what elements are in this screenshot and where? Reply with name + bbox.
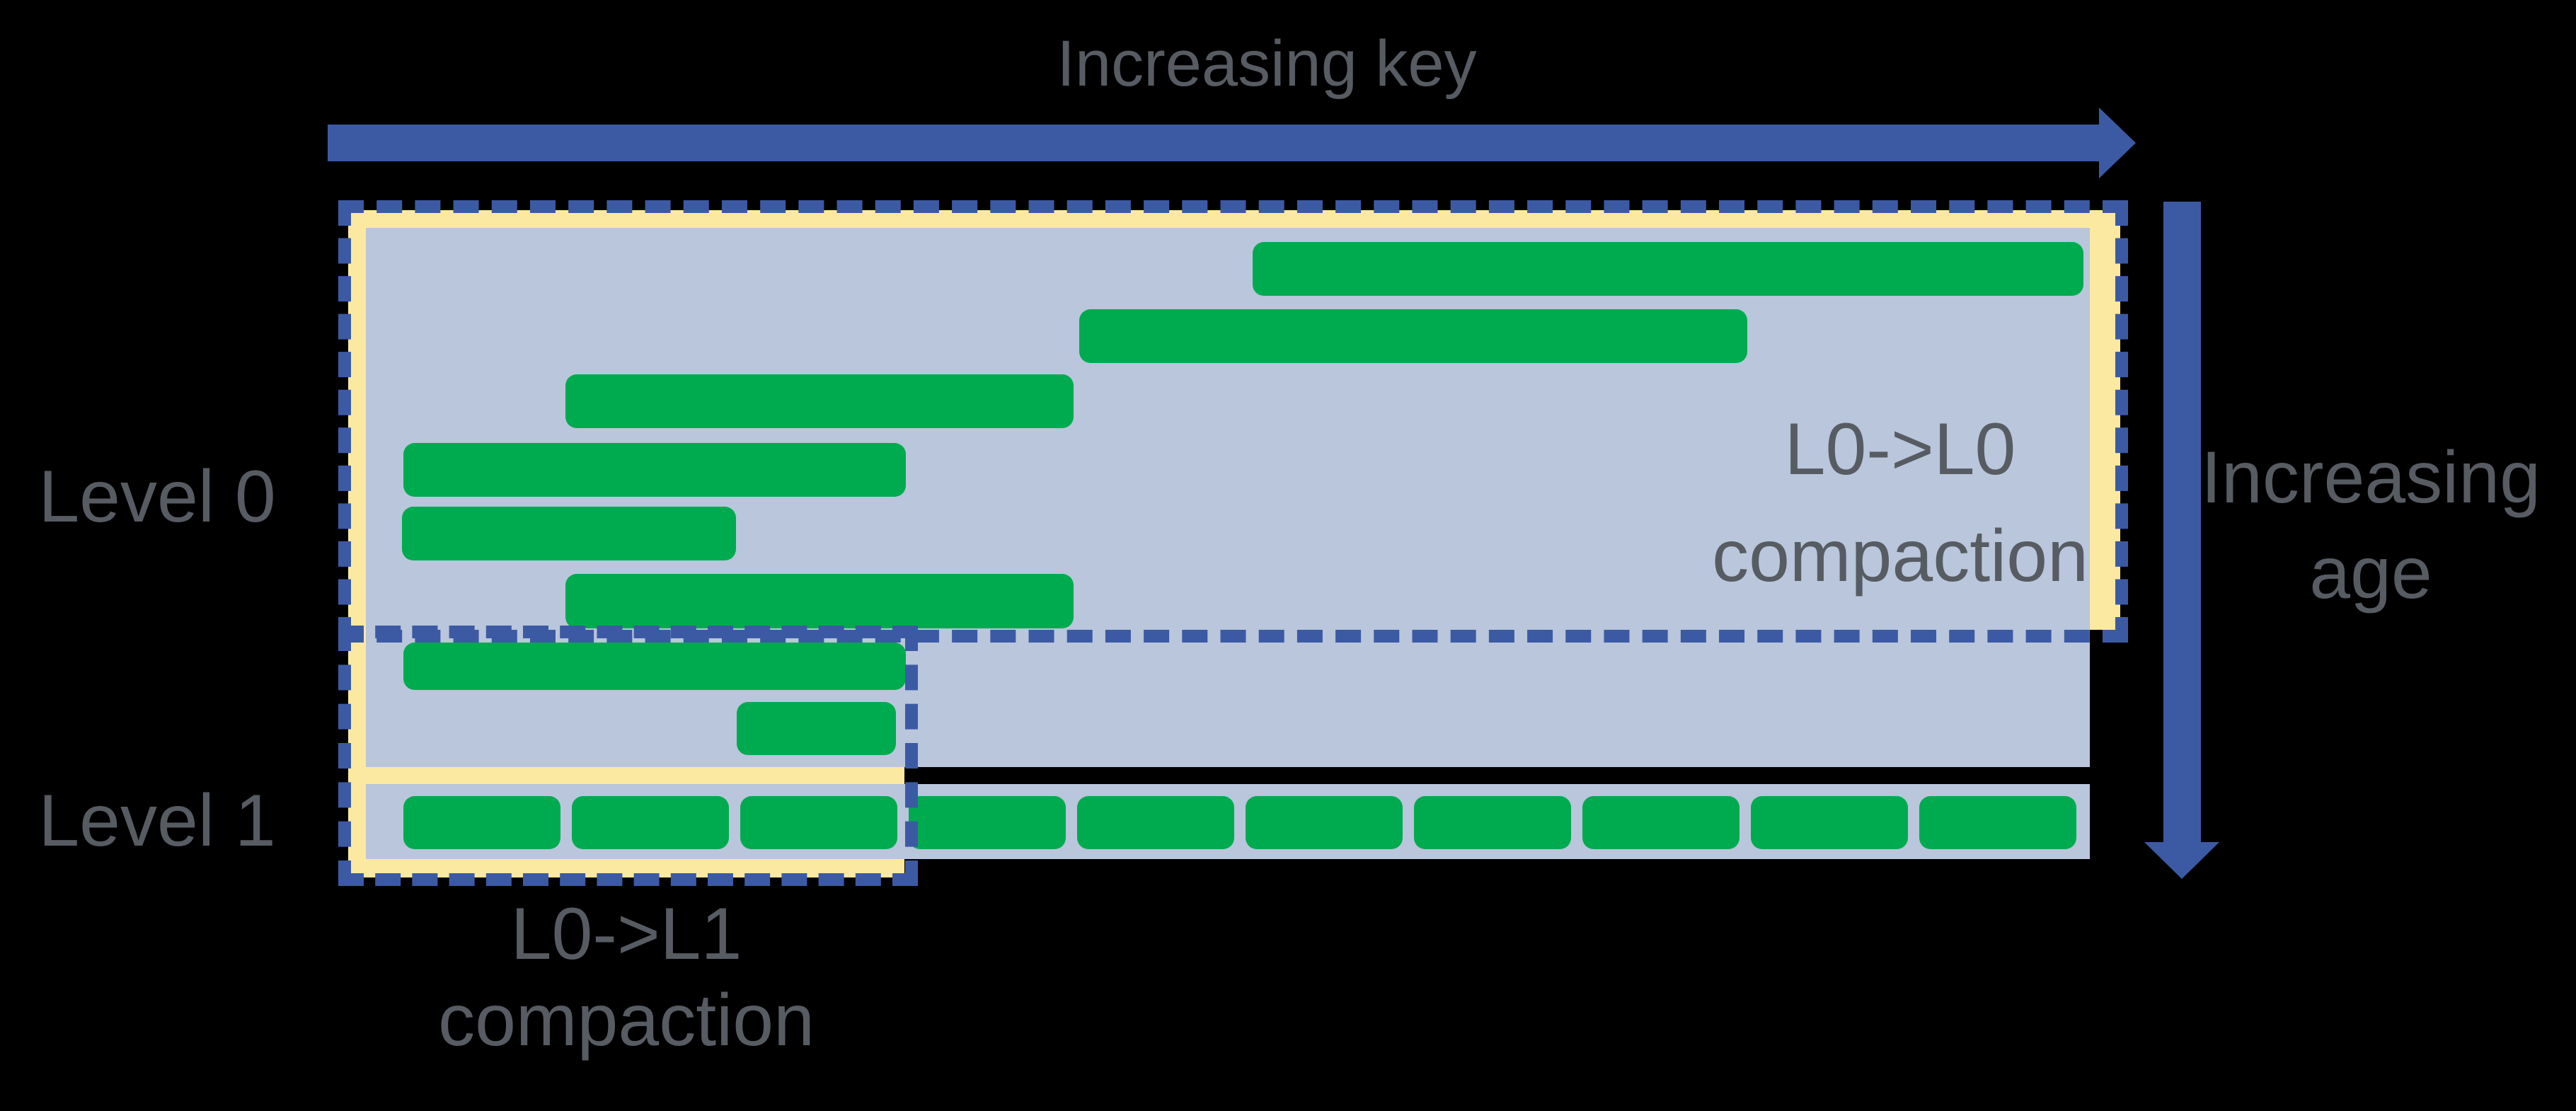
sst-file [402, 507, 736, 560]
l0-l1-compaction-line1: L0->L1 [510, 893, 742, 975]
sst-file [1582, 796, 1740, 849]
sst-file [1919, 796, 2076, 849]
l0-l0-compaction-label: L0->L0 compaction [1688, 396, 2112, 610]
sst-file [1253, 242, 2083, 296]
sst-file [565, 374, 1074, 428]
sst-file [1246, 796, 1403, 849]
sst-file [403, 796, 560, 849]
right-arrow-head-icon [2099, 108, 2136, 178]
l0-l1-compaction-border [338, 626, 918, 886]
sst-file [1077, 796, 1234, 849]
level0-label: Level 0 [38, 456, 276, 538]
sst-file [1414, 796, 1571, 849]
sst-file [737, 702, 896, 755]
l0-l1-compaction-line2: compaction [438, 979, 815, 1061]
increasing-age-line2: age [2309, 532, 2432, 614]
sst-file [740, 796, 897, 849]
down-arrow-shaft [2163, 202, 2201, 842]
increasing-age-line1: Increasing [2201, 437, 2541, 519]
increasing-key-label: Increasing key [1057, 28, 1477, 100]
l0-l0-compaction-line1: L0->L0 [1784, 408, 2016, 490]
l0-l1-compaction-label: L0->L1 compaction [414, 891, 839, 1064]
sst-file [1079, 309, 1747, 363]
sst-file [403, 643, 906, 690]
sst-file [572, 796, 729, 849]
sst-file [1751, 796, 1908, 849]
level1-label: Level 1 [38, 780, 276, 862]
l0-l0-compaction-line2: compaction [1712, 515, 2088, 597]
sst-file [403, 443, 906, 497]
sst-file [565, 574, 1074, 628]
increasing-age-label: Increasing age [2194, 430, 2548, 621]
sst-file [909, 796, 1066, 849]
right-arrow-shaft [328, 125, 2099, 161]
down-arrow-head-icon [2144, 842, 2219, 879]
